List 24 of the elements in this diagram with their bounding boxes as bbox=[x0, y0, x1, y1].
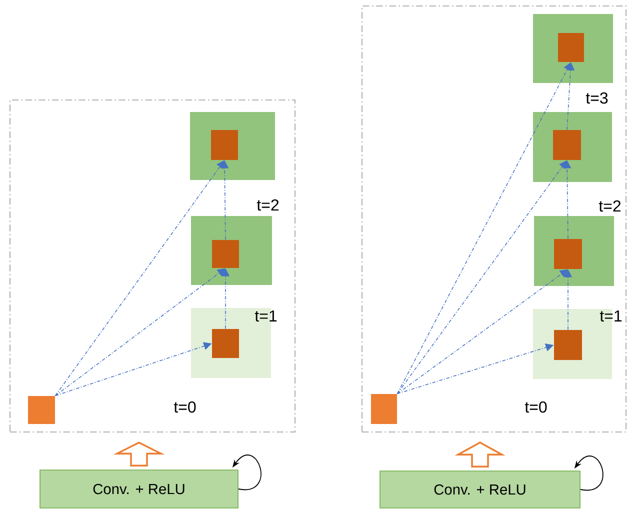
block-arrow bbox=[454, 442, 506, 468]
time-label: t=2 bbox=[598, 200, 621, 212]
dashed-frame bbox=[361, 5, 627, 433]
feature-square bbox=[211, 130, 238, 160]
time-label: t=0 bbox=[524, 401, 547, 413]
feature-square bbox=[554, 330, 582, 360]
feature-square bbox=[554, 239, 582, 269]
input-square bbox=[371, 394, 397, 424]
feature-square bbox=[212, 329, 239, 358]
block-arrow bbox=[113, 442, 165, 466]
conv-box: Conv. + ReLU bbox=[380, 470, 580, 508]
time-label: t=3 bbox=[586, 92, 608, 104]
conv-box: Conv. + ReLU bbox=[40, 470, 238, 508]
time-label: t=1 bbox=[254, 310, 277, 322]
time-label: t=0 bbox=[174, 401, 196, 413]
input-square bbox=[28, 396, 55, 424]
time-label: t=1 bbox=[600, 310, 622, 322]
time-label: t=2 bbox=[256, 199, 279, 211]
dashed-frame bbox=[9, 99, 296, 433]
feature-square bbox=[212, 240, 239, 268]
arrow bbox=[54, 268, 226, 396]
arrow bbox=[396, 269, 568, 394]
feature-square bbox=[558, 33, 584, 62]
feature-square bbox=[553, 130, 581, 160]
